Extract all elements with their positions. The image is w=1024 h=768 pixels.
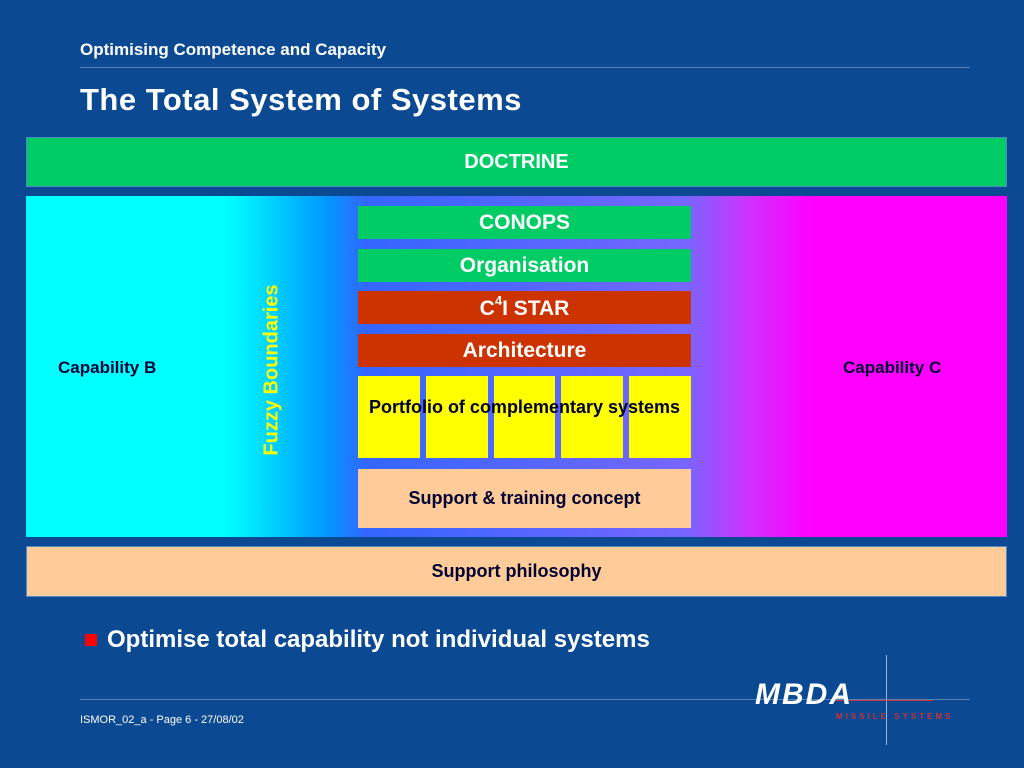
architecture-bar: Architecture xyxy=(358,334,691,367)
portfolio-system-2 xyxy=(426,376,488,458)
capability-c-label: Capability C xyxy=(843,358,942,377)
capability-b-label: Capability B xyxy=(58,358,157,377)
support-philosophy-label: Support philosophy xyxy=(431,561,602,581)
bullet-point-text: Optimise total capability not individual… xyxy=(107,626,650,653)
portfolio-system-3 xyxy=(494,376,555,458)
portfolio-system-1 xyxy=(358,376,420,458)
slide-title: The Total System of Systems xyxy=(80,82,522,117)
footer-divider xyxy=(80,699,970,700)
support-training-box: Support & training concept xyxy=(358,469,691,528)
capability-c-area xyxy=(810,196,1007,537)
portfolio-system-5 xyxy=(629,376,691,458)
bullet-square-icon xyxy=(85,634,97,646)
doctrine-label: DOCTRINE xyxy=(464,150,569,173)
c4i-suffix: I STAR xyxy=(502,296,570,320)
capability-b-area xyxy=(26,196,220,537)
fuzzy-boundaries-label: Fuzzy Boundaries xyxy=(260,284,283,456)
portfolio-label: Portfolio of complementary systems xyxy=(368,397,681,417)
support-philosophy-bar: Support philosophy xyxy=(26,546,1007,597)
doctrine-bar: DOCTRINE xyxy=(26,137,1007,187)
c4i-star-label: C4I STAR xyxy=(479,292,570,321)
organisation-bar: Organisation xyxy=(358,249,691,282)
portfolio-system-4 xyxy=(561,376,623,458)
mbda-logo-icon: MBDA xyxy=(755,679,853,709)
c4i-superscript: 4 xyxy=(494,292,503,308)
mbda-logo-text: MBDA xyxy=(755,679,853,709)
c4i-star-bar: C4I STAR xyxy=(358,291,691,324)
c4i-prefix: C xyxy=(479,296,495,320)
slide-subtitle: Optimising Competence and Capacity xyxy=(80,40,387,59)
support-training-label: Support & training concept xyxy=(408,488,641,508)
logo-divider-horizontal xyxy=(833,700,933,701)
footer-text: ISMOR_02_a - Page 6 - 27/08/02 xyxy=(80,714,244,726)
conops-bar: CONOPS xyxy=(358,206,691,239)
header-divider xyxy=(80,67,970,68)
organisation-label: Organisation xyxy=(459,253,590,277)
logo-tagline: MISSILE SYSTEMS xyxy=(836,712,954,721)
architecture-label: Architecture xyxy=(462,338,587,362)
conops-label: CONOPS xyxy=(478,210,570,234)
